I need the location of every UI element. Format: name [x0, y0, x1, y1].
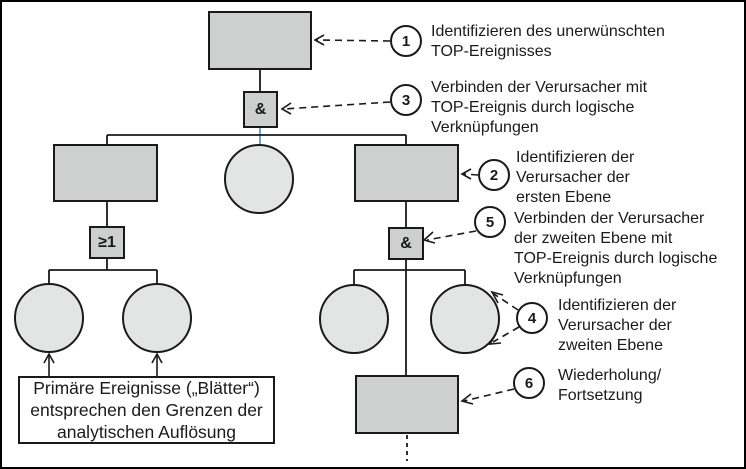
arrowhead-left-icon: [460, 168, 472, 180]
leaf-note-arrows: [43, 352, 163, 376]
annotation-circle-3: 3: [390, 84, 422, 116]
annotation-text-4: Identifizieren der Verursacher der zweit…: [558, 297, 677, 354]
primary-event-circle-left-2: [122, 283, 192, 353]
annotation-circle-5: 5: [474, 206, 506, 238]
level1-right-event-rect: [354, 144, 459, 202]
annotation-circle-2: 2: [478, 159, 510, 191]
annotation-circle-4: 4: [516, 302, 548, 334]
arrowhead-left-icon: [313, 34, 325, 46]
arrow-6-line: [463, 388, 515, 402]
annotation-circle-1: 1: [390, 25, 422, 57]
arrow-3-line: [283, 101, 391, 110]
annotation-text-5: Verbinden der Verursacher der zweiten Eb…: [514, 210, 718, 287]
annotation-circle-6: 6: [513, 367, 545, 399]
or-gate-left: ≥1: [89, 226, 125, 259]
top-event-rect: [208, 11, 312, 70]
leaf-note-text: Primäre Ereignisse („Blätter“) entsprech…: [30, 378, 263, 442]
annotation-text-1: Identifizieren des unerwünschten TOP-Ere…: [431, 23, 665, 60]
and-gate-right-label: &: [400, 234, 412, 252]
arrow-2-line: [463, 173, 479, 176]
arrowhead-left-icon: [460, 393, 474, 405]
arrowhead-left-icon: [422, 231, 436, 244]
and-gate-top: &: [243, 91, 278, 128]
or-gate-left-label: ≥1: [98, 233, 116, 251]
annotation-text-6: Wiederholung/ Fortsetzung: [558, 367, 662, 404]
arrow-5-line: [426, 230, 477, 241]
annotation-number-5: 5: [485, 213, 495, 231]
annotation-number-4: 4: [527, 309, 537, 327]
primary-event-circle-right-2: [430, 284, 500, 354]
annotation-text-2: Identifizieren der Verursacher der erste…: [516, 149, 635, 206]
annotation-number-3: 3: [401, 91, 411, 109]
primary-event-circle-right-1: [319, 284, 389, 354]
level1-middle-event-circle: [224, 144, 294, 214]
annotation-number-1: 1: [401, 32, 411, 50]
leaf-note-box: Primäre Ereignisse („Blätter“) entsprech…: [18, 376, 275, 444]
and-gate-top-label: &: [254, 100, 267, 118]
arrowhead-up-icon: [43, 352, 55, 364]
and-gate-right: &: [388, 227, 424, 260]
continuation-rect: [355, 375, 459, 434]
level1-left-event-rect: [53, 144, 158, 202]
primary-event-circle-left-1: [14, 283, 84, 353]
annotation-number-6: 6: [524, 374, 534, 392]
arrowhead-left-icon: [280, 102, 292, 115]
arrowhead-up-icon: [151, 352, 163, 364]
annotation-text-3: Verbinden der Verursacher mit TOP-Ereign…: [431, 79, 648, 136]
annotation-number-2: 2: [489, 166, 499, 184]
arrow-1-line: [316, 39, 391, 42]
